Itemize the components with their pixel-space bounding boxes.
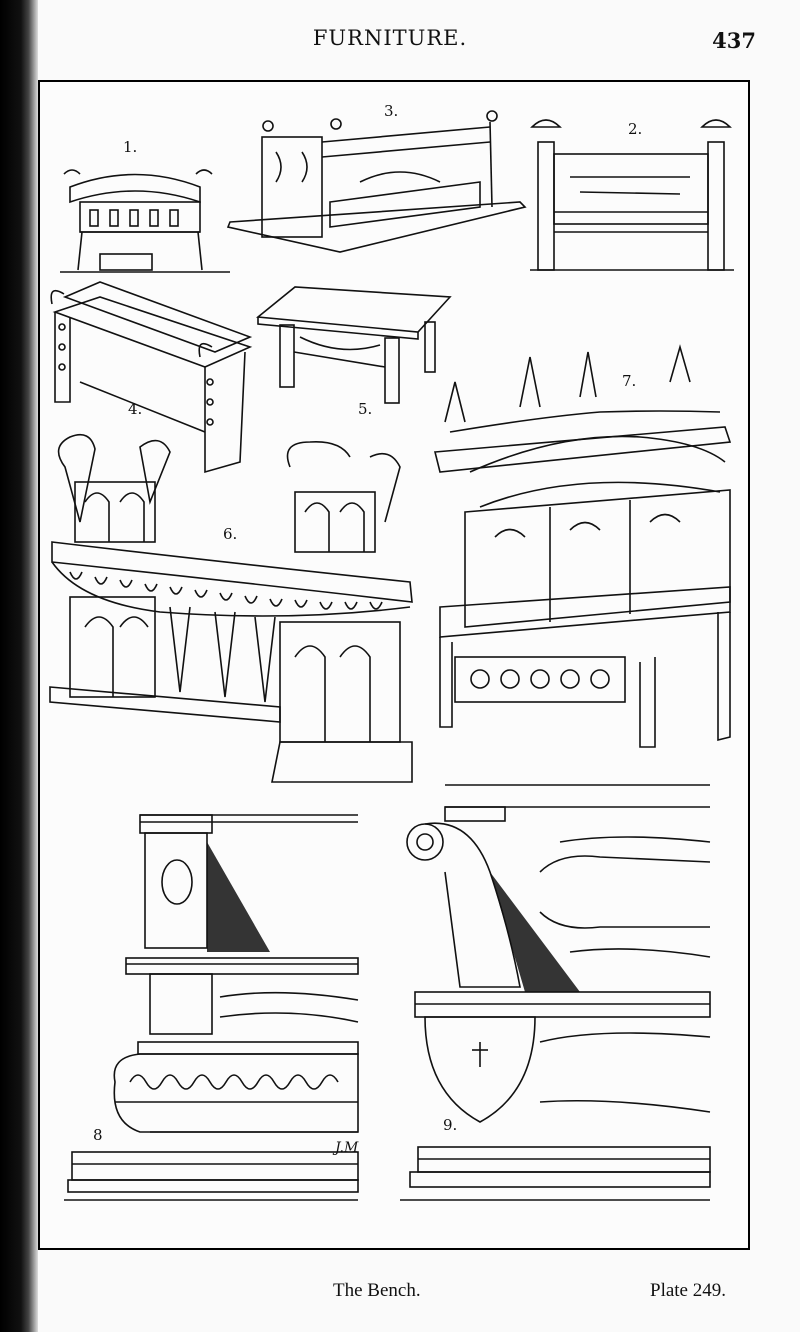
figure-4-bench: [50, 281, 253, 474]
scanned-page-edge: [0, 0, 38, 1332]
figure-1-bench: [60, 169, 230, 273]
figure-5-bench: [255, 286, 452, 404]
figure-3-number: 3.: [384, 102, 399, 120]
figure-8-number: 8: [93, 1126, 103, 1144]
figure-4-number: 4.: [128, 400, 143, 418]
bench-engravings: [49, 110, 734, 1201]
plate-illustration: 1. 2. 3. 4. 5. 6. 7. 8 9.: [38, 80, 750, 1250]
engraver-signature: J.M: [335, 1140, 359, 1156]
figure-6-number: 6.: [223, 525, 238, 543]
plate-caption-title: The Bench.: [333, 1280, 421, 1301]
running-header-title: FURNITURE.: [312, 26, 468, 50]
figure-9-number: 9.: [443, 1116, 458, 1134]
page-number: 437: [712, 28, 756, 53]
figure-9-detail: [400, 784, 711, 1201]
figure-8-detail: [64, 814, 359, 1201]
figure-6-bench: [49, 433, 413, 783]
figure-5-number: 5.: [358, 400, 373, 418]
figure-2-bench: [530, 119, 734, 271]
figure-2-number: 2.: [628, 120, 643, 138]
figure-7-number: 7.: [622, 372, 637, 390]
plate-caption-number: Plate 249.: [650, 1280, 726, 1301]
figure-7-bench: [433, 344, 732, 748]
figure-3-bench: [226, 110, 527, 253]
figure-1-number: 1.: [123, 138, 138, 156]
